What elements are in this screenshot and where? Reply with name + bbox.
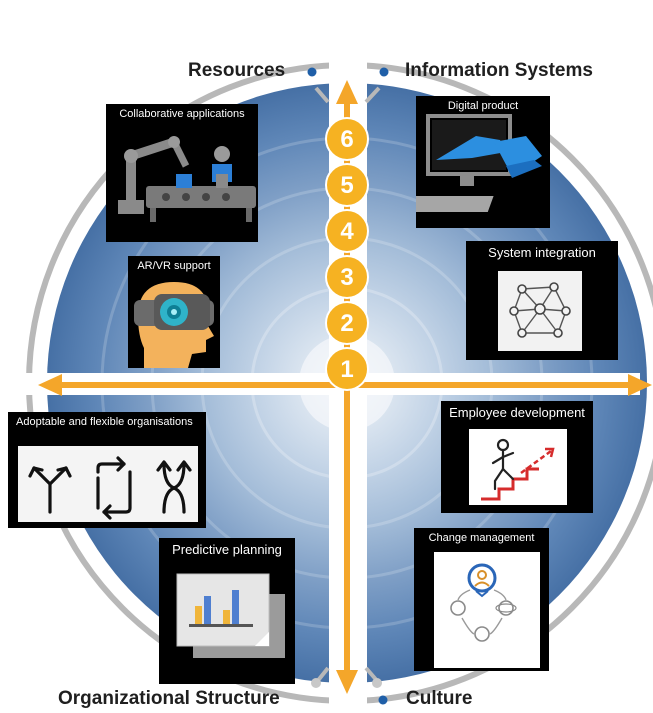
label-culture: Culture — [406, 688, 473, 709]
dot-connector-bl — [311, 678, 321, 688]
panel-title: AR/VR support — [137, 260, 211, 272]
axis-arrow-left — [38, 374, 62, 396]
level-circle — [325, 163, 369, 207]
panel-title: System integration — [488, 245, 596, 260]
level-number: 2 — [340, 310, 353, 337]
panel-collaborative-applications: Collaborative applications — [106, 104, 258, 242]
panel-digital-product: Digital product — [416, 96, 550, 228]
axis-arrow-right — [628, 374, 652, 396]
level-marker-6: 6 — [325, 117, 369, 161]
career-stairs-icon — [469, 429, 567, 505]
label-organizational-structure: Organizational Structure — [58, 688, 280, 709]
monitor-cad-icon — [416, 114, 542, 212]
panel-title: Collaborative applications — [119, 108, 245, 120]
level-marker-1: 1 — [325, 347, 369, 391]
dot-resources — [307, 67, 317, 77]
level-number: 6 — [340, 126, 353, 153]
level-marker-4: 4 — [325, 209, 369, 253]
connector-resources — [314, 86, 330, 104]
level-marker-5: 5 — [325, 163, 369, 207]
network-icon — [498, 271, 582, 351]
level-number: 3 — [340, 264, 353, 291]
panel-title: Employee development — [449, 405, 585, 420]
vr-headset-icon — [134, 282, 214, 368]
level-number: 4 — [340, 218, 354, 245]
panel-adoptable-flexible-organisations: Adoptable and flexible organisations — [8, 412, 206, 528]
panel-change-management: Change management — [414, 528, 549, 671]
dot-culture — [378, 695, 388, 705]
level-number: 1 — [340, 356, 353, 383]
panel-predictive-planning: Predictive planning — [159, 538, 295, 684]
panel-ar-vr-support: AR/VR support — [128, 256, 220, 368]
level-marker-3: 3 — [325, 255, 369, 299]
panel-title: Change management — [428, 532, 535, 544]
flexible-arrows-icon — [18, 446, 198, 522]
level-marker-2: 2 — [325, 301, 369, 345]
dot-connector-br — [372, 678, 382, 688]
level-circle — [325, 301, 369, 345]
panel-system-integration: System integration — [466, 241, 618, 360]
panel-employee-development: Employee development — [441, 401, 593, 513]
dot-information-systems — [379, 67, 389, 77]
level-circle — [325, 255, 369, 299]
connector-information-systems — [364, 86, 381, 104]
level-circle — [325, 347, 369, 391]
axis-arrow-down — [336, 670, 358, 694]
panel-title: Digital product — [447, 100, 519, 112]
label-information-systems: Information Systems — [405, 60, 593, 81]
level-number: 5 — [340, 172, 353, 199]
level-circle — [325, 209, 369, 253]
level-circle — [325, 117, 369, 161]
bar-chart-report-icon — [176, 573, 285, 658]
label-resources: Resources — [188, 60, 286, 81]
axis-arrow-up — [336, 80, 358, 104]
panel-title: Predictive planning — [172, 542, 282, 557]
panel-title: Adoptable and flexible organisations — [16, 416, 193, 428]
robot-arm-icon — [118, 136, 256, 222]
change-cycle-icon — [434, 552, 540, 668]
